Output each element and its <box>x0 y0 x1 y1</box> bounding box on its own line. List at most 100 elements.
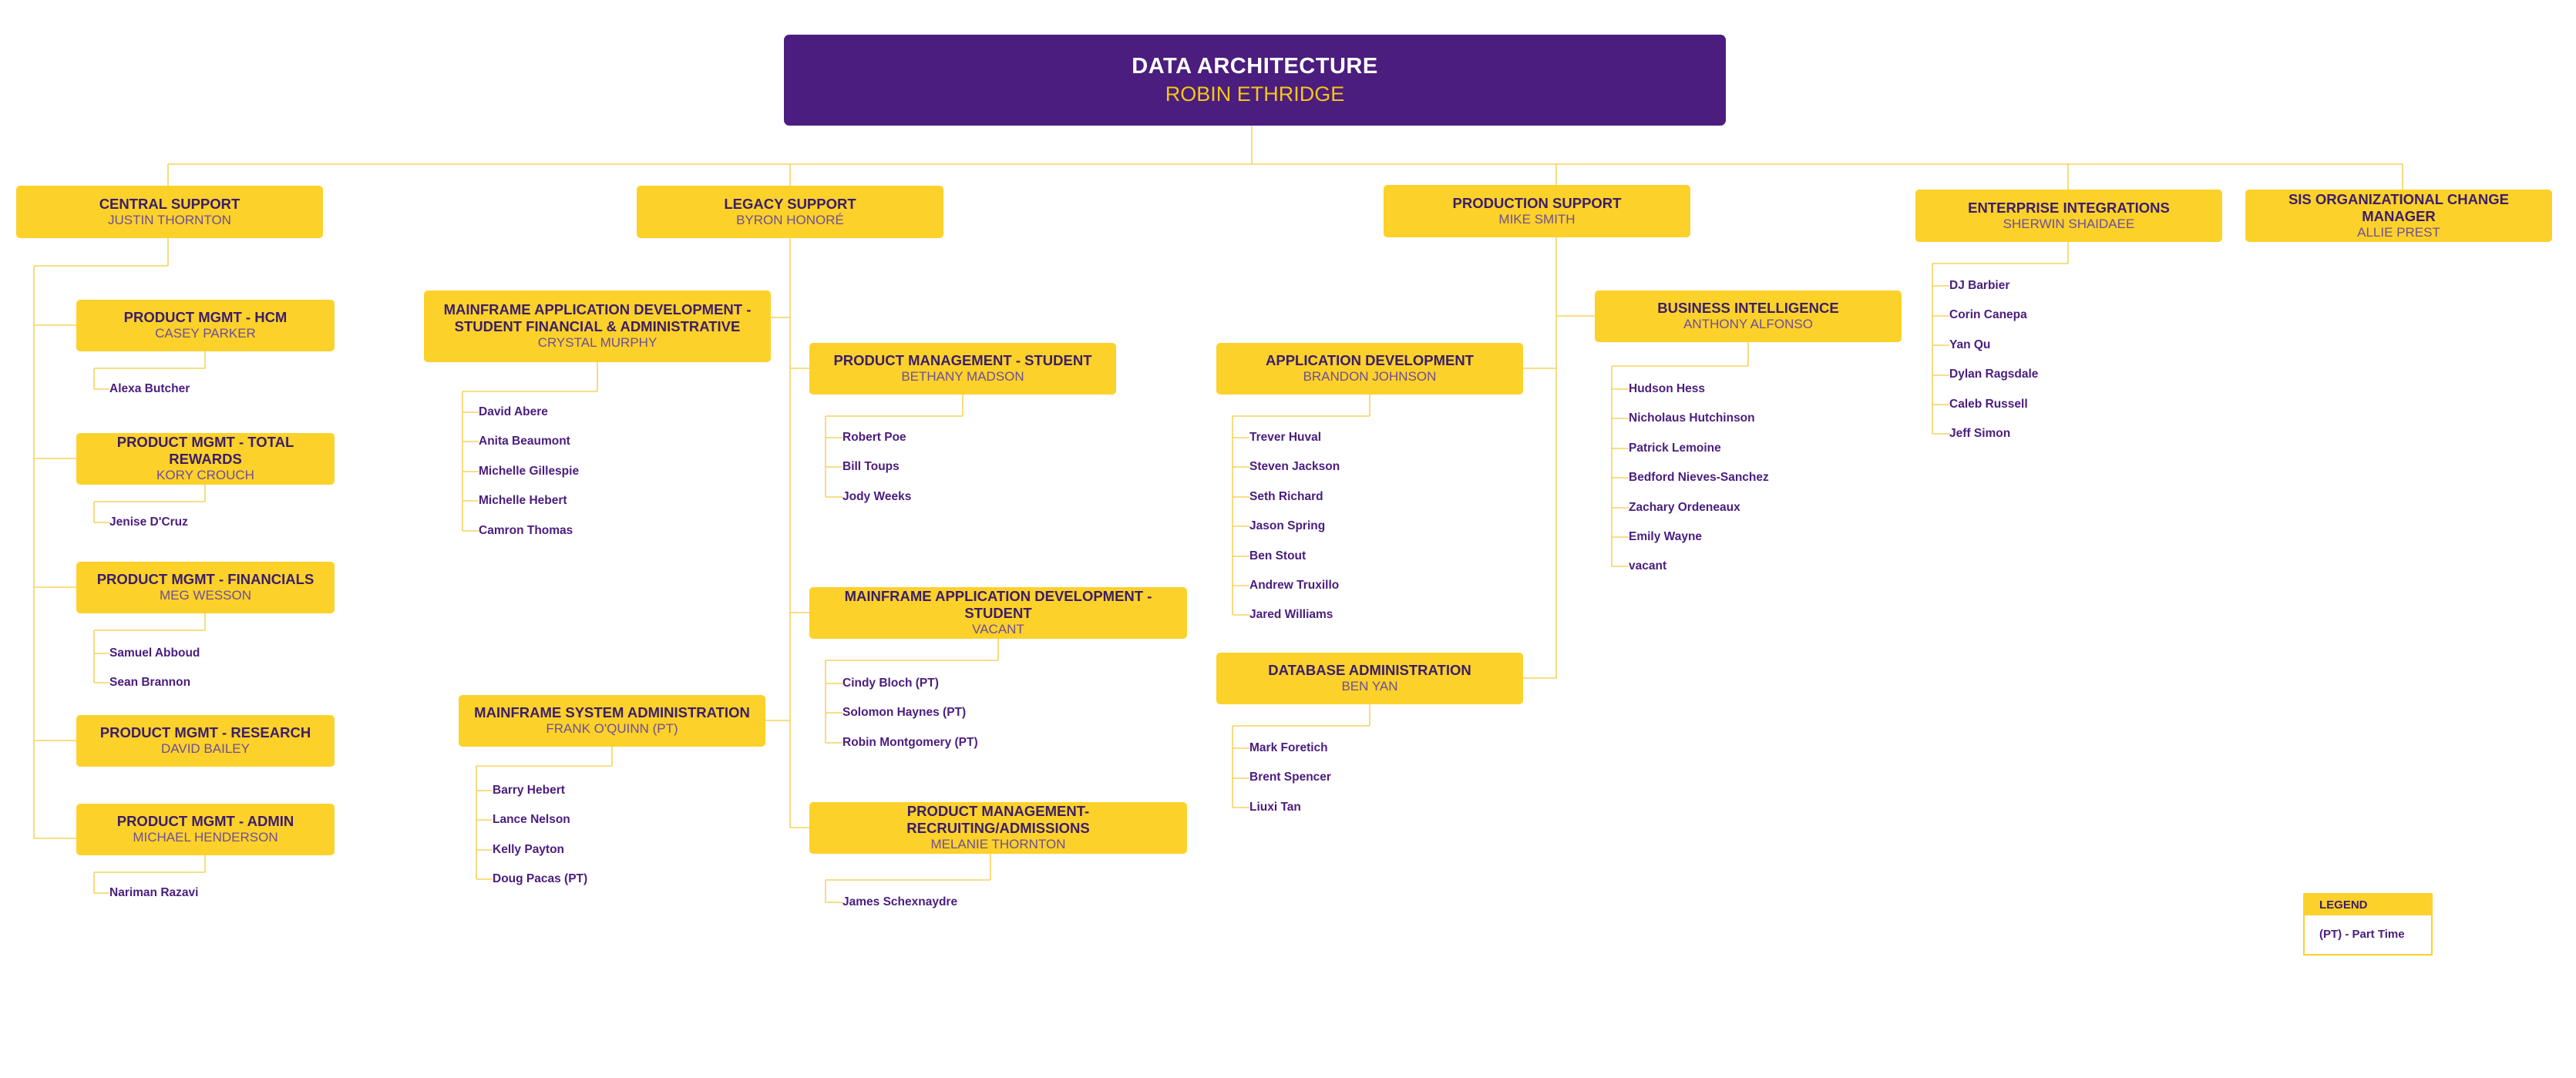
node-title: PRODUCT MANAGEMENT - STUDENT <box>833 352 1092 369</box>
node-title: DATABASE ADMINISTRATION <box>1268 662 1471 679</box>
node-product-mgmt-hcm: PRODUCT MGMT - HCM CASEY PARKER <box>76 300 335 351</box>
list-item: Andrew Truxillo <box>1249 578 1340 592</box>
legend-title: LEGEND <box>2305 895 2431 915</box>
node-product-mgmt-admin: PRODUCT MGMT - ADMIN MICHAEL HENDERSON <box>76 804 335 855</box>
node-title: PRODUCT MGMT - RESEARCH <box>99 724 311 741</box>
node-name: KORY CROUCH <box>156 468 254 483</box>
node-business-intelligence: BUSINESS INTELLIGENCE ANTHONY ALFONSO <box>1595 290 1902 342</box>
list-item: Jenise D'Cruz <box>109 515 188 529</box>
list-item: Barry Hebert <box>493 784 565 797</box>
node-name: MICHAEL HENDERSON <box>133 830 278 845</box>
list-item: Nariman Razavi <box>109 886 199 899</box>
list-item: Michelle Gillespie <box>479 464 580 478</box>
root-title: DATA ARCHITECTURE <box>1132 54 1378 79</box>
node-product-mgmt-research: PRODUCT MGMT - RESEARCH DAVID BAILEY <box>76 715 335 767</box>
list-item: Michelle Hebert <box>479 494 567 508</box>
node-name: MEG WESSON <box>159 588 251 603</box>
members-enterprise-integrations: DJ Barbier Corin Canepa Yan Qu Dylan Rag… <box>1949 271 2038 448</box>
node-name: MELANIE THORNTON <box>930 837 1066 852</box>
list-item: Caleb Russell <box>1949 397 2028 411</box>
list-item: Corin Canepa <box>1949 308 2027 322</box>
node-mainframe-app-dev-student: MAINFRAME APPLICATION DEVELOPMENT - STUD… <box>809 587 1187 639</box>
node-production-support: PRODUCTION SUPPORT MIKE SMITH <box>1384 185 1690 237</box>
node-name: SHERWIN SHAIDAEE <box>2003 216 2135 231</box>
members-application-development: Trever Huval Steven Jackson Seth Richard… <box>1249 423 1340 630</box>
list-item: Cindy Bloch (PT) <box>842 677 939 690</box>
node-name: JUSTIN THORNTON <box>108 212 231 227</box>
list-item: James Schexnaydre <box>842 895 958 908</box>
node-enterprise-integrations: ENTERPRISE INTEGRATIONS SHERWIN SHAIDAEE <box>1915 190 2222 242</box>
members-mainframe-app-dev-sfa: David Abere Anita Beaumont Michelle Gill… <box>479 398 579 546</box>
list-item: Zachary Ordeneaux <box>1629 500 1740 514</box>
node-title: CENTRAL SUPPORT <box>99 195 240 212</box>
node-name: ANTHONY ALFONSO <box>1683 317 1813 332</box>
members-recruiting: James Schexnaydre <box>842 888 957 917</box>
node-mainframe-system-admin: MAINFRAME SYSTEM ADMINISTRATION FRANK O'… <box>459 695 765 747</box>
legend: LEGEND (PT) - Part Time <box>2303 893 2433 955</box>
list-item: Mark Foretich <box>1249 741 1328 754</box>
list-item: Samuel Abboud <box>109 646 200 660</box>
list-item: Trever Huval <box>1249 431 1322 444</box>
list-item: Bedford Nieves-Sanchez <box>1629 471 1769 485</box>
root-node-data-architecture: DATA ARCHITECTURE ROBIN ETHRIDGE <box>784 35 1726 126</box>
node-product-mgmt-financials: PRODUCT MGMT - FINANCIALS MEG WESSON <box>76 562 335 613</box>
node-product-management-student: PRODUCT MANAGEMENT - STUDENT BETHANY MAD… <box>809 343 1116 395</box>
members-mainframe-app-dev-student: Cindy Bloch (PT) Solomon Haynes (PT) Rob… <box>842 669 978 757</box>
list-item: Yan Qu <box>1949 338 1991 351</box>
list-item: Robert Poe <box>842 431 906 444</box>
members-business-intelligence: Hudson Hess Nicholaus Hutchinson Patrick… <box>1629 374 1769 582</box>
list-item: Robin Montgomery (PT) <box>842 735 978 749</box>
list-item: Emily Wayne <box>1629 529 1703 543</box>
node-name: BRANDON JOHNSON <box>1303 369 1437 385</box>
node-title: BUSINESS INTELLIGENCE <box>1657 300 1839 317</box>
node-title: MAINFRAME APPLICATION DEVELOPMENT - STUD… <box>844 588 1152 622</box>
node-sis-change-manager: SIS ORGANIZATIONAL CHANGE MANAGER ALLIE … <box>2245 190 2552 242</box>
list-item: Seth Richard <box>1249 489 1323 503</box>
list-item: Brent Spencer <box>1249 771 1331 784</box>
list-item: Dylan Ragsdale <box>1949 368 2039 381</box>
node-title: PRODUCT MGMT - TOTAL REWARDS <box>116 434 294 468</box>
list-item: Hudson Hess <box>1629 382 1706 395</box>
node-name: DAVID BAILEY <box>161 741 250 757</box>
node-name: FRANK O'QUINN (PT) <box>546 721 678 737</box>
node-title: MAINFRAME SYSTEM ADMINISTRATION <box>474 704 750 721</box>
list-item: Camron Thomas <box>479 523 573 537</box>
node-central-support: CENTRAL SUPPORT JUSTIN THORNTON <box>16 186 323 238</box>
list-item: Bill Toups <box>842 460 900 474</box>
members-financials: Samuel Abboud Sean Brannon <box>109 639 200 698</box>
list-item: Jeff Simon <box>1949 426 2011 440</box>
list-item: David Abere <box>479 405 548 418</box>
node-name: CASEY PARKER <box>155 326 256 341</box>
members-database-administration: Mark Foretich Brent Spencer Liuxi Tan <box>1249 734 1331 822</box>
list-item: Jody Weeks <box>842 489 912 503</box>
node-product-mgmt-total-rewards: PRODUCT MGMT - TOTAL REWARDS KORY CROUCH <box>76 433 335 485</box>
node-name: CRYSTAL MURPHY <box>537 335 657 351</box>
root-name: ROBIN ETHRIDGE <box>1165 82 1345 106</box>
node-database-administration: DATABASE ADMINISTRATION BEN YAN <box>1216 653 1523 704</box>
members-hcm: Alexa Butcher <box>109 374 190 404</box>
node-name: ALLIE PREST <box>2357 224 2440 240</box>
list-item: Alexa Butcher <box>109 382 190 395</box>
list-item: Jason Spring <box>1249 519 1326 533</box>
node-name: BETHANY MADSON <box>901 369 1024 385</box>
node-title: PRODUCT MGMT - ADMIN <box>116 813 294 830</box>
node-application-development: APPLICATION DEVELOPMENT BRANDON JOHNSON <box>1216 343 1523 395</box>
node-name: BYRON HONORÉ <box>736 212 844 227</box>
list-item: Anita Beaumont <box>479 435 570 448</box>
node-title: PRODUCT MGMT - FINANCIALS <box>96 571 314 588</box>
node-title: PRODUCT MGMT - HCM <box>123 309 288 326</box>
node-legacy-support: LEGACY SUPPORT BYRON HONORÉ <box>637 186 943 238</box>
node-title: PRODUCT MANAGEMENT- RECRUITING/ADMISSION… <box>906 803 1090 837</box>
node-name: VACANT <box>972 622 1024 637</box>
members-total-rewards: Jenise D'Cruz <box>109 508 188 537</box>
list-item: Ben Stout <box>1249 549 1306 563</box>
list-item: Steven Jackson <box>1249 460 1340 474</box>
node-name: MIKE SMITH <box>1498 211 1576 227</box>
list-item: Lance Nelson <box>493 813 570 827</box>
legend-text: (PT) - Part Time <box>2319 928 2405 941</box>
node-mainframe-app-dev-sfa: MAINFRAME APPLICATION DEVELOPMENT - STUD… <box>424 290 771 362</box>
list-item: Jared Williams <box>1249 608 1333 622</box>
members-mainframe-system-admin: Barry Hebert Lance Nelson Kelly Payton D… <box>493 776 587 895</box>
list-item: Patrick Lemoine <box>1629 441 1721 455</box>
